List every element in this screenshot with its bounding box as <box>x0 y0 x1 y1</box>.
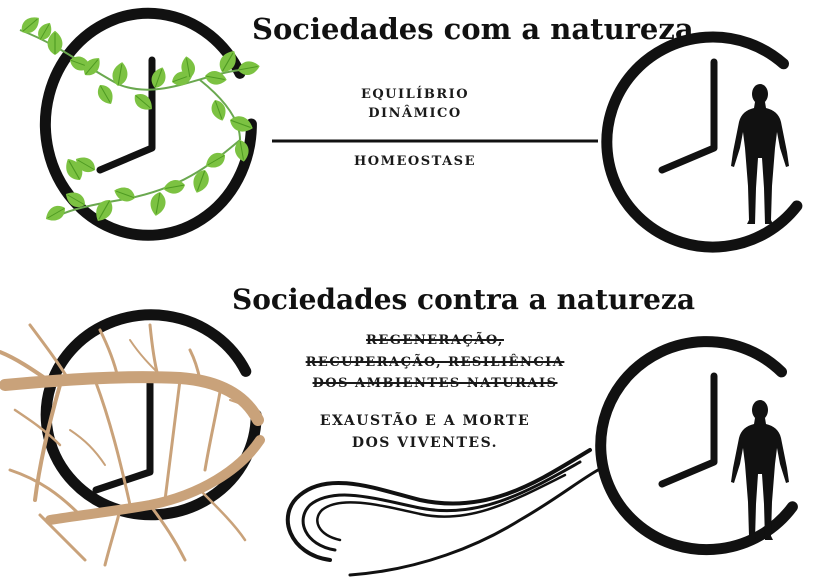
wave-lines-icon <box>285 448 600 577</box>
title-against-nature: Sociedades contra a natureza <box>232 283 695 316</box>
label-death-of-living: DOS VIVENTES. <box>351 435 499 451</box>
label-dynamic: DINÂMICO <box>368 106 462 121</box>
human-silhouette-icon <box>731 84 789 224</box>
label-equilibrium: EQUILÍBRIO <box>360 87 470 102</box>
label-homeostasis: HOMEOSTASE <box>354 154 476 169</box>
clock-icon <box>601 31 803 253</box>
struck-label-natural-environments: DOS AMBIENTES NATURAIS <box>312 376 558 391</box>
vine-leaves-icon <box>17 12 262 226</box>
clock-icon <box>40 309 262 521</box>
struck-label-regeneration: REGENERAÇÃO, <box>366 333 504 348</box>
label-exhaustion: EXAUSTÃO E A MORTE <box>319 413 531 429</box>
title-with-nature: Sociedades com a natureza <box>252 12 694 46</box>
struck-label-recovery: RECUPERAÇÃO, RESILIÊNCIA <box>305 355 565 370</box>
clock-icon <box>595 336 798 556</box>
dry-branch-icon <box>0 323 265 567</box>
